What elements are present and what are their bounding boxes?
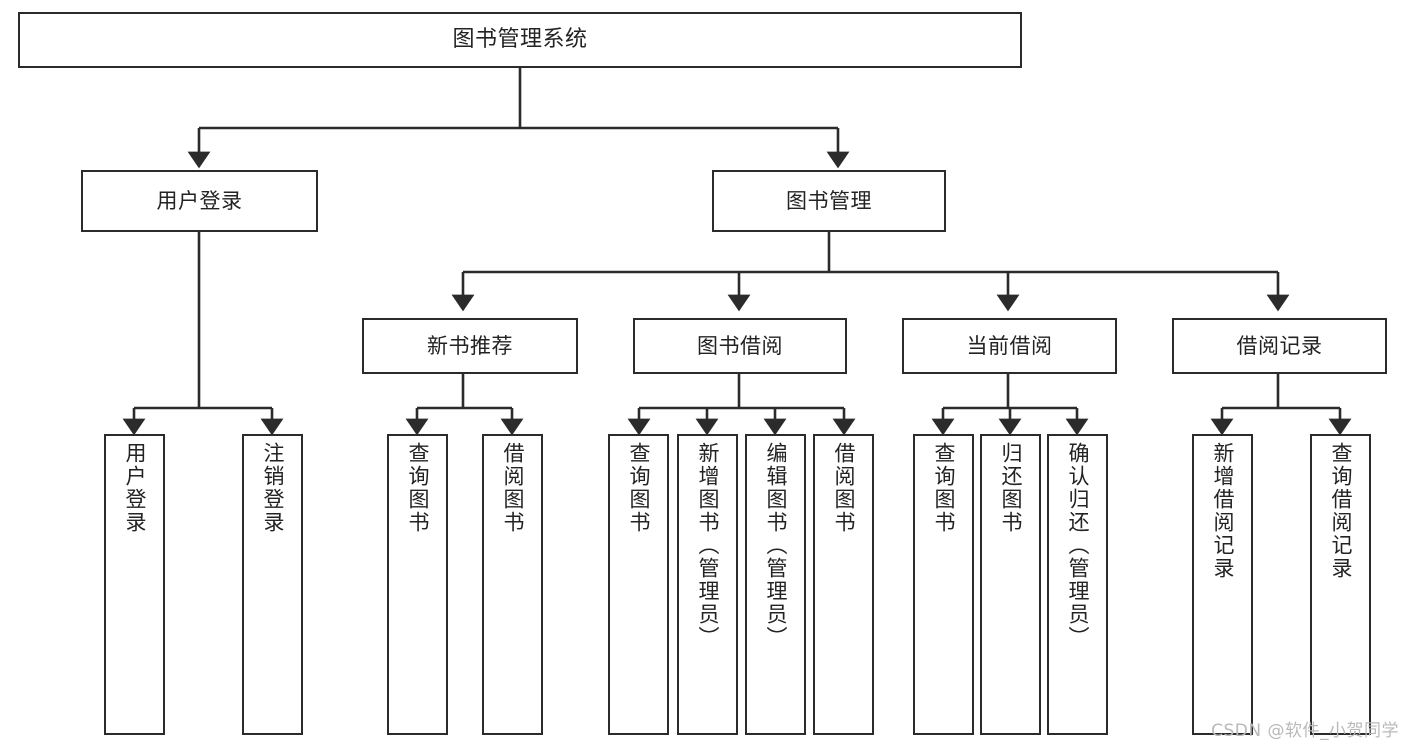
node-current-borrow[interactable]: 当前借阅 [902, 318, 1117, 374]
node-borrow-record[interactable]: 借阅记录 [1172, 318, 1387, 374]
node-label: 用户登录 [123, 442, 147, 534]
node-label: 当前借阅 [966, 333, 1053, 358]
node-leaf-add-record[interactable]: 新增借阅记录 [1192, 434, 1253, 735]
node-root-system[interactable]: 图书管理系统 [18, 12, 1022, 68]
node-leaf-query-record[interactable]: 查询借阅记录 [1310, 434, 1371, 735]
node-leaf-query-book-a[interactable]: 查询图书 [387, 434, 448, 735]
node-label: 查询图书 [406, 442, 430, 534]
node-leaf-confirm-return[interactable]: 确认归还（管理员） [1047, 434, 1108, 735]
node-leaf-edit-book[interactable]: 编辑图书（管理员） [745, 434, 806, 735]
node-label: 注销登录 [261, 442, 285, 534]
node-leaf-query-book-b[interactable]: 查询图书 [608, 434, 669, 735]
node-leaf-user-login[interactable]: 用户登录 [104, 434, 165, 735]
node-label: 查询借阅记录 [1329, 442, 1353, 580]
node-leaf-return-book[interactable]: 归还图书 [980, 434, 1041, 735]
node-label: 编辑图书（管理员） [764, 442, 788, 649]
node-label: 查询图书 [932, 442, 956, 534]
node-leaf-add-book[interactable]: 新增图书（管理员） [677, 434, 738, 735]
node-leaf-query-book-c[interactable]: 查询图书 [913, 434, 974, 735]
node-leaf-logout[interactable]: 注销登录 [242, 434, 303, 735]
node-label: 借阅图书 [832, 442, 856, 534]
node-leaf-borrow-book-a[interactable]: 借阅图书 [482, 434, 543, 735]
node-leaf-borrow-book-b[interactable]: 借阅图书 [813, 434, 874, 735]
csdn-watermark: CSDN @软件_小贺同学 [1211, 721, 1399, 741]
node-label: 图书借阅 [697, 333, 783, 358]
node-label: 新书推荐 [427, 333, 513, 358]
node-label: 借阅记录 [1236, 333, 1323, 358]
node-new-book-recommend[interactable]: 新书推荐 [362, 318, 578, 374]
node-label: 确认归还（管理员） [1066, 442, 1090, 649]
node-label: 新增图书（管理员） [696, 442, 720, 649]
node-label: 新增借阅记录 [1211, 442, 1235, 580]
node-user-login[interactable]: 用户登录 [81, 170, 318, 232]
node-label: 借阅图书 [501, 442, 525, 534]
node-book-borrow[interactable]: 图书借阅 [633, 318, 847, 374]
node-label: 图书管理系统 [452, 27, 588, 53]
node-book-manage[interactable]: 图书管理 [712, 170, 946, 232]
node-label: 图书管理 [786, 188, 872, 213]
node-label: 查询图书 [627, 442, 651, 534]
node-label: 归还图书 [999, 442, 1023, 534]
node-label: 用户登录 [156, 188, 243, 213]
